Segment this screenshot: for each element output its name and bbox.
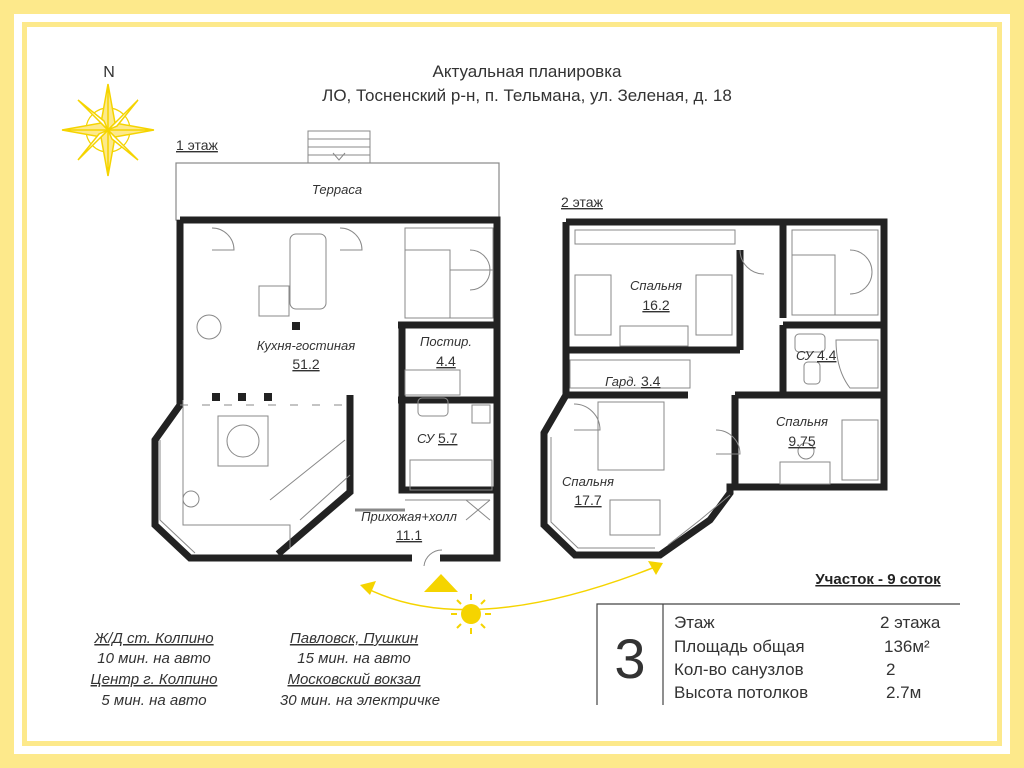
compass-rose-icon: N xyxy=(61,64,155,177)
floor-1-columns xyxy=(212,322,300,401)
summary-row-value-floors: 2 этажа xyxy=(880,613,941,632)
summary-row-label-area: Площадь общая xyxy=(674,637,805,656)
summary-row-value-ceiling: 2.7м xyxy=(886,683,921,702)
transport-time-3: 15 мин. на авто xyxy=(297,650,411,667)
sun-arc-left-arrow-icon xyxy=(360,581,376,595)
room-bathroom-1-area: 5.7 xyxy=(438,430,458,446)
room-bathroom-2-name: СУ xyxy=(796,348,815,363)
floor-1-plan: 1 этаж xyxy=(151,130,501,567)
room-hall-area: 11.1 xyxy=(396,527,422,543)
terrace-stairs xyxy=(307,130,371,164)
room-kitchen-living-area: 51.2 xyxy=(292,356,319,372)
room-bedroom-2-area: 9.75 xyxy=(788,433,815,449)
room-bathroom-1-name: СУ xyxy=(417,431,436,446)
sun-path xyxy=(360,561,663,634)
room-wardrobe-name: Гард. xyxy=(605,374,637,389)
transport-place-3: Павловск, Пушкин xyxy=(290,630,418,647)
summary-row-label-floors: Этаж xyxy=(674,613,715,632)
sun-arc-right-arrow-icon xyxy=(648,561,663,575)
sun-arc xyxy=(365,566,656,611)
floor-2-plan: 2 этаж xyxy=(540,194,888,559)
entrance-triangle-icon xyxy=(424,574,458,592)
floor-1-details xyxy=(159,227,494,567)
summary-border xyxy=(596,603,960,705)
transport-time-2: 5 мин. на авто xyxy=(101,692,206,709)
summary-row-label-bathrooms: Кол-во санузлов xyxy=(674,660,804,679)
page-canvas xyxy=(27,27,997,741)
summary-table: 3 Этаж 2 этажа Площадь общая 136м² Кол-в… xyxy=(596,603,960,705)
transport-time-1: 10 мин. на авто xyxy=(97,650,211,667)
transport-place-1: Ж/Д ст. Колпино xyxy=(93,630,213,647)
plot-size-label: Участок - 9 соток xyxy=(815,571,941,588)
room-kitchen-living-name: Кухня-гостиная xyxy=(257,338,355,353)
floor-2-walls xyxy=(540,218,888,559)
title-line-1: Актуальная планировка xyxy=(433,62,622,81)
room-bedroom-3-area: 17.7 xyxy=(574,492,601,508)
room-bedroom-2-name: Спальня xyxy=(776,414,828,429)
transport-info: Ж/Д ст. Колпино 10 мин. на авто Центр г.… xyxy=(91,630,441,709)
transport-place-4: Московский вокзал xyxy=(287,671,421,688)
room-terrace-name: Терраса xyxy=(312,182,362,197)
room-bathroom-2-area: 4.4 xyxy=(817,347,837,363)
room-laundry-area: 4.4 xyxy=(436,353,456,369)
room-hall-name: Прихожая+холл xyxy=(361,509,458,524)
room-laundry-name: Постир. xyxy=(420,334,472,349)
floor-2-label: 2 этаж xyxy=(561,194,604,210)
transport-place-2: Центр г. Колпино xyxy=(91,671,218,688)
compass-north-label: N xyxy=(103,64,115,81)
summary-row-value-bathrooms: 2 xyxy=(886,660,895,679)
summary-number: 3 xyxy=(614,627,645,690)
room-bedroom-3-name: Спальня xyxy=(562,474,614,489)
sun-icon xyxy=(451,594,491,634)
room-bedroom-1-area: 16.2 xyxy=(642,297,669,313)
summary-row-value-area: 136м² xyxy=(884,637,930,656)
floor-1-label: 1 этаж xyxy=(176,137,219,153)
summary-row-label-ceiling: Высота потолков xyxy=(674,683,808,702)
transport-time-4: 30 мин. на электричке xyxy=(280,692,440,709)
room-bedroom-1-name: Спальня xyxy=(630,278,682,293)
floor-2-details xyxy=(550,229,879,549)
room-wardrobe-area: 3.4 xyxy=(641,373,661,389)
title-line-2: ЛО, Тосненский р-н, п. Тельмана, ул. Зел… xyxy=(322,86,732,105)
